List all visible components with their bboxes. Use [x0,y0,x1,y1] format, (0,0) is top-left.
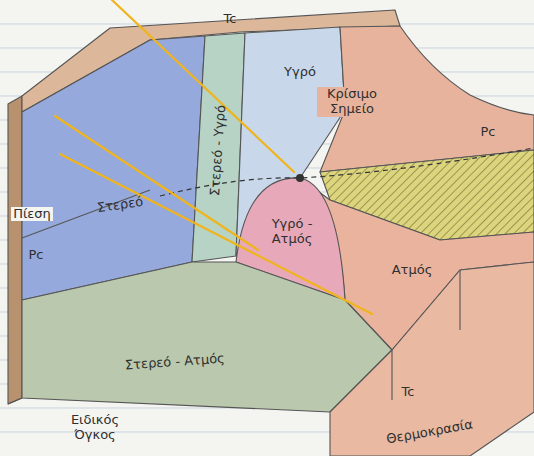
region-label: Υγρό - Ατμός [257,217,327,247]
point-label: Κρίσιμο Σημείο [317,87,387,117]
axis-label: Πίεση [11,207,53,222]
region-label: Υγρό [284,65,316,80]
pressure-mark: Pc [479,125,498,140]
region-label: Ατμός [392,263,433,278]
axis-label: Ειδικός Όγκος [50,413,140,443]
temperature-mark: Tc [224,12,237,27]
pressure-mark: Pc [29,248,44,263]
temperature-mark: Tc [402,385,415,400]
